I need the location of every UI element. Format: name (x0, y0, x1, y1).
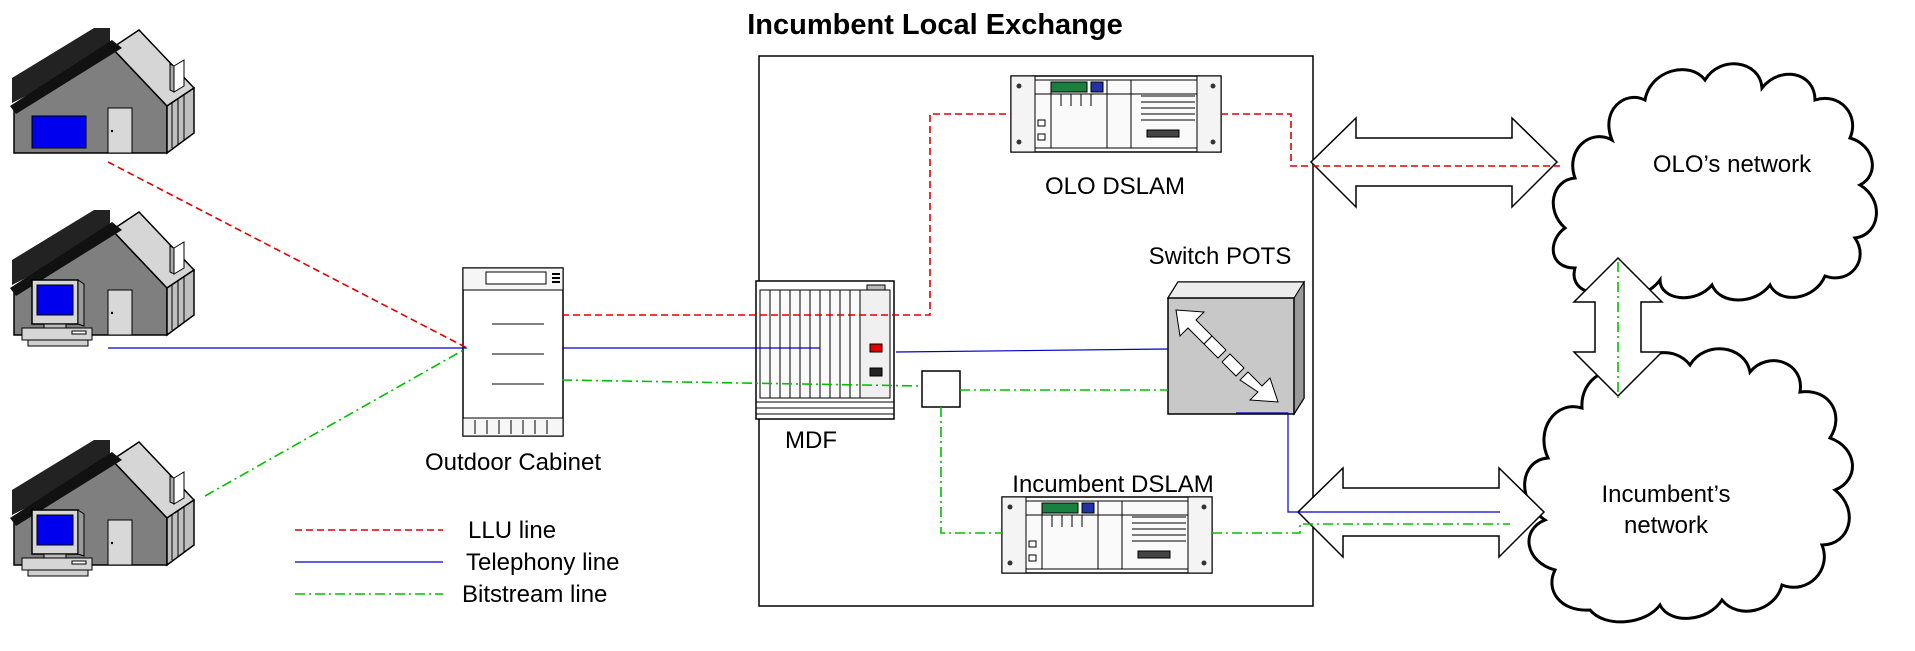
legend: LLU line Telephony line Bitstream line (295, 517, 619, 608)
cabinet-icon (462, 267, 564, 437)
incumbent-network-label-line2: network (1624, 512, 1709, 539)
mdf-rack-icon (755, 280, 895, 420)
incumbent-dslam-label: Incumbent DSLAM (1012, 471, 1213, 498)
cloud-icon (1523, 347, 1854, 624)
dslam-icon (1001, 496, 1213, 574)
mdf-label: MDF (785, 427, 837, 454)
house-icon (9, 27, 195, 154)
outdoor-cabinet-label: Outdoor Cabinet (425, 449, 601, 476)
legend-bitstream-label: Bitstream line (462, 581, 607, 608)
incumbent-network-label-line1: Incumbent’s (1602, 481, 1731, 508)
bitstream-line (204, 262, 1619, 534)
cloud-icon (1551, 62, 1878, 302)
olo-network-label: OLO’s network (1653, 151, 1812, 178)
llu-line (107, 113, 1560, 349)
double-arrow-icon (1309, 116, 1559, 209)
legend-telephony-label: Telephony line (466, 549, 619, 576)
switch-icon (1167, 280, 1305, 416)
legend-llu-label: LLU line (468, 517, 556, 544)
dslam-icon (1010, 75, 1222, 153)
page-title: Incumbent Local Exchange (747, 9, 1122, 41)
computer-icon (21, 279, 93, 347)
switch-pots-label: Switch POTS (1149, 243, 1292, 270)
olo-dslam-label: OLO DSLAM (1045, 173, 1185, 200)
junction-box (921, 370, 961, 408)
computer-icon (21, 509, 93, 577)
telephony-line (108, 347, 1500, 513)
